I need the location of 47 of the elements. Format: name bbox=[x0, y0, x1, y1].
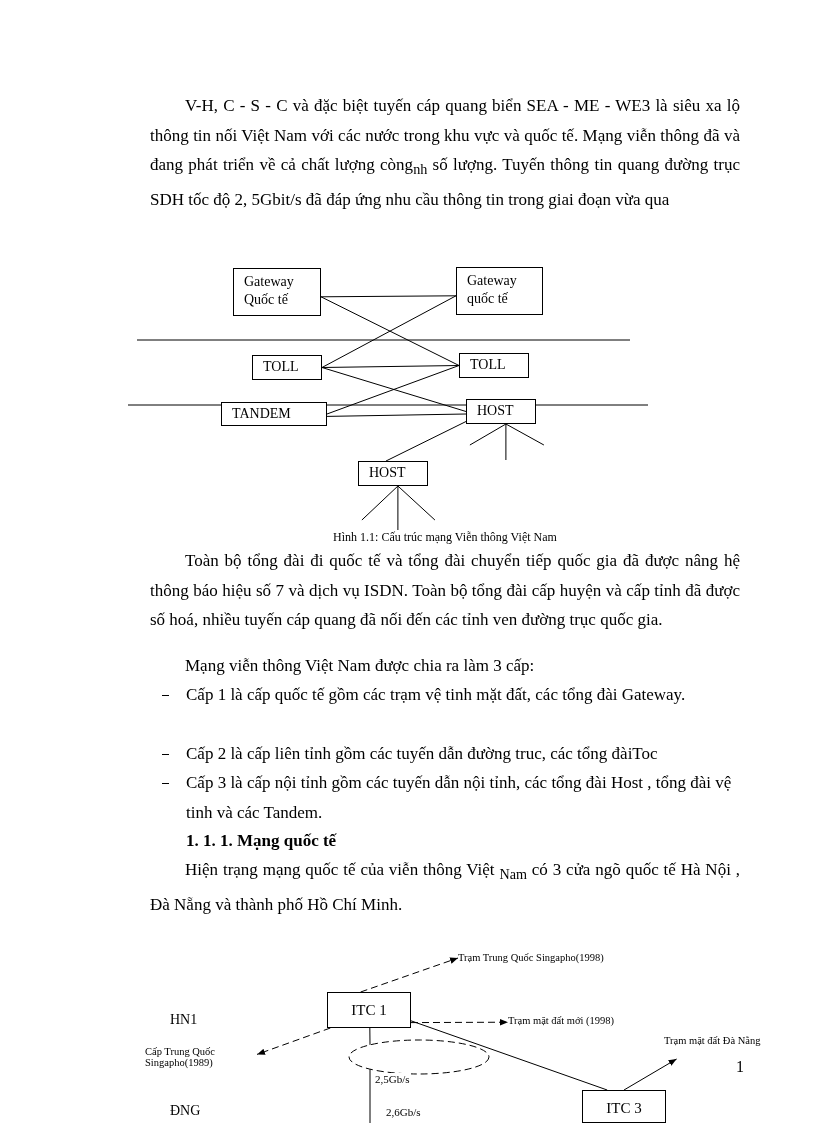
paragraph: V-H, C - S - C và đặc biệt tuyến cáp quang biển SEA - ME - WE3 là siêu xa lộ thông tin nối Việt Nam với các nước trong khu vực và quốc tế. Mạng viễn thông đã và đang phát triển về cả chất lượng còng$_{nh}$ số lượng. Tuyến thông tin quang đường trục SDH tốc độ 2, 5Gbit/s đã đáp ứng nhu cầu thông tin trong giai đoạn vừa qua bbox=[150, 95, 740, 211]
list-item: Cấp 2 là cấp liên tỉnh gồm các tuyến dẫn đường truc, các tổng đàiToc bbox=[186, 743, 659, 765]
connector-line bbox=[385, 421, 467, 462]
node-box: ITC 1 bbox=[327, 992, 411, 1028]
open-line bbox=[369, 1068, 371, 1123]
node-box: ITC 3 bbox=[582, 1090, 666, 1123]
connector-line bbox=[369, 1027, 371, 1046]
arrow bbox=[410, 1019, 509, 1026]
arrow bbox=[360, 957, 459, 993]
station-label: Trạm mặt đất Đà Nẵng bbox=[664, 1035, 769, 1046]
connector-line bbox=[321, 365, 460, 368]
connector-line bbox=[320, 295, 457, 298]
arrow bbox=[623, 1058, 678, 1091]
open-line bbox=[361, 485, 399, 521]
list-item: Cấp 3 là cấp nội tỉnh gồm các tuyến dẫn nội tỉnh, các tổng đài Host , tổng đài vệ tinh và các Tandem. bbox=[186, 772, 733, 824]
node-box: TOLL bbox=[252, 355, 322, 380]
paragraph: Hiện trạng mạng quốc tế của viễn thông Việt $_{Nam}$ có 3 cửa ngõ quốc tế Hà Nội , Đà Nẵng và thành phố Hồ Chí Minh. bbox=[150, 859, 740, 916]
connector-line bbox=[321, 367, 467, 412]
site-label: ĐNG bbox=[170, 1103, 202, 1119]
station-label: Trạm mặt đất mới (1998) bbox=[508, 1015, 658, 1026]
node-box: Gateway Quốc tế bbox=[233, 268, 321, 316]
station-label: Trạm Trung Quốc Singapho(1998) bbox=[458, 952, 633, 963]
list-item: Cấp 1 là cấp quốc tế gồm các trạm vệ tinh mặt đất, các tổng đài Gateway. bbox=[186, 684, 687, 706]
section-heading: 1. 1. 1. Mạng quốc tế bbox=[186, 830, 338, 852]
node-box: Gateway quốc tế bbox=[456, 267, 543, 315]
open-line bbox=[505, 423, 545, 446]
node-box: TOLL bbox=[459, 353, 529, 378]
site-label: HN1 bbox=[170, 1012, 199, 1028]
rate-label: 2,6Gb/s bbox=[386, 1106, 422, 1118]
arrow bbox=[256, 1027, 331, 1055]
node-box: TANDEM bbox=[221, 402, 327, 426]
edge-label: 2,5Gb/s bbox=[374, 1073, 411, 1085]
page-number: 1 bbox=[736, 1058, 745, 1076]
paragraph: Toàn bộ tổng đài đi quốc tế và tổng đài chuyển tiếp quốc gia đã được nâng hệ thông báo hiệu số 7 và dịch vụ ISDN. Toàn bộ tổng đài cấp huyện và cấp tỉnh đã được số hoá, nhiều tuyến cáp quang đã nối đến các tỉnh ven đường trục quốc gia. bbox=[150, 550, 740, 631]
station-label: Cấp Trung Quốc Singapho(1989) bbox=[145, 1046, 257, 1068]
paragraph: Mạng viễn thông Việt Nam được chia ra làm 3 cấp: bbox=[184, 655, 536, 677]
open-line bbox=[469, 423, 507, 446]
connector-line bbox=[326, 365, 460, 415]
figure-caption: Hình 1.1: Cấu trúc mạng Viễn thông Việt Nam bbox=[332, 530, 558, 545]
ring-ellipse bbox=[348, 1039, 490, 1075]
open-line bbox=[397, 485, 399, 531]
open-line bbox=[505, 423, 507, 461]
connector-line bbox=[326, 413, 467, 417]
node-box: HOST bbox=[466, 399, 536, 424]
open-line bbox=[397, 485, 436, 521]
connector-line bbox=[410, 1020, 608, 1091]
node-box: HOST bbox=[358, 461, 428, 486]
